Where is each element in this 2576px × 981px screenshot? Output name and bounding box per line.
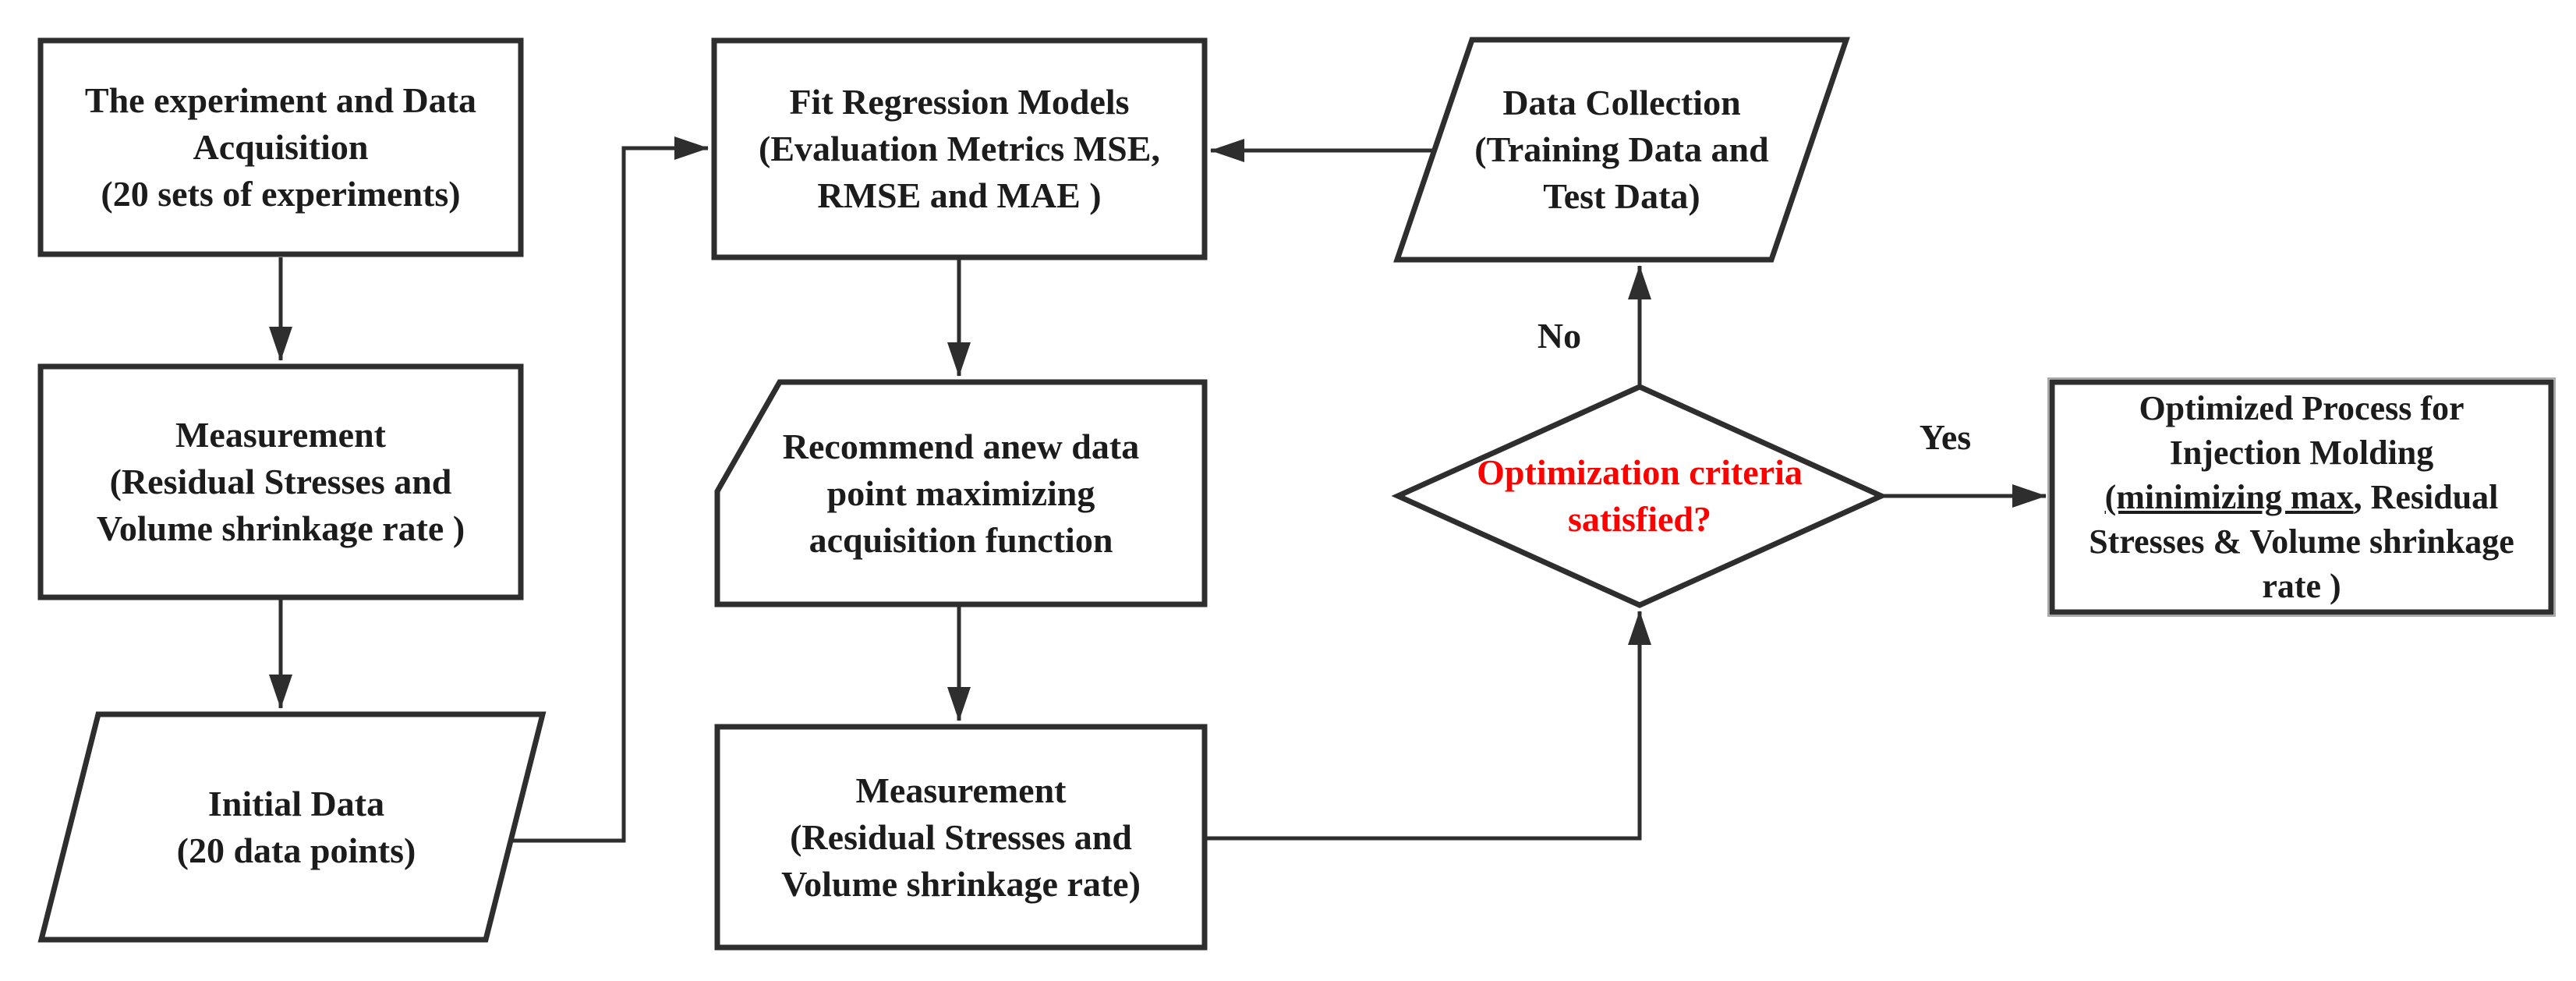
experiment-line-2: Acquisition [193,127,369,167]
node-recommend-point-shape [714,379,1208,607]
measurement-new-line-1: Measurement [855,770,1067,810]
fit-regression-line-1: Fit Regression Models [789,82,1130,122]
node-optimized-outer-border [2047,377,2556,617]
decision-line-1: Optimization criteria [1477,452,1803,492]
optimized-line-4: Stresses & Volume shrinkage [2089,522,2514,561]
recommend-line-3: acquisition function [809,519,1113,560]
node-decision-label: Optimization criteria satisfied? [1427,402,1852,590]
node-fit-regression-label: Fit Regression Models (Evaluation Metric… [722,48,1197,250]
fit-regression-line-3: RMSE and MAE ) [817,175,1102,215]
node-experiment-label: The experiment and Data Acquisition (20 … [48,48,513,246]
node-initial-data-label: Initial Data (20 data points) [78,722,515,933]
recommend-line-2: point maximizing [826,473,1095,513]
optimized-line-3-underlined: (minimizing max [2104,478,2354,516]
initial-data-line-2: (20 data points) [176,830,416,870]
node-measurement-initial-label: Measurement (Residual Stresses and Volum… [48,374,513,590]
node-measurement-new-label: Measurement (Residual Stresses and Volum… [725,735,1197,940]
edge-label-yes: Yes [1891,415,2000,459]
measurement-initial-line-1: Measurement [175,415,386,455]
node-optimized-shape [2049,379,2554,615]
optimized-line-3-rest: , Residual [2353,478,2499,516]
optimized-line-5: rate ) [2262,567,2341,605]
optimized-line-2: Injection Molding [2169,434,2434,472]
data-collection-line-1: Data Collection [1502,83,1741,122]
edge-initial-data-to-fit-regression [511,136,709,843]
node-fit-regression-shape [711,37,1208,260]
node-data-collection-shape [1393,37,1850,263]
optimized-line-3: (minimizing max, Residual [2105,475,2499,519]
node-measurement-new-shape [714,724,1208,951]
recommend-line-1: Recommend anew data [782,426,1140,466]
node-initial-data-shape [37,711,547,943]
node-data-collection-label: Data Collection (Training Data and Test … [1442,48,1801,252]
yes-label-text: Yes [1919,416,1972,457]
edge-label-no: No [1505,313,1614,357]
data-collection-line-3: Test Data) [1543,176,1700,216]
measurement-new-line-3: Volume shrinkage rate) [781,863,1141,904]
measurement-new-line-2: (Residual Stresses and [790,816,1132,857]
node-experiment-shape [37,37,524,257]
decision-line-2: satisfied? [1568,499,1711,539]
experiment-line-3: (20 sets of experiments) [101,174,461,214]
data-collection-line-2: (Training Data and [1474,129,1769,169]
edge-measurement-new-to-decision [1205,611,1651,841]
measurement-initial-line-3: Volume shrinkage rate ) [96,508,465,548]
no-label-text: No [1537,315,1582,356]
experiment-line-1: The experiment and Data [84,80,477,120]
node-decision-shape [1391,384,1888,608]
initial-data-line-1: Initial Data [207,784,385,823]
node-optimized-process-label: Optimized Process for Injection Molding … [2060,386,2543,608]
node-recommend-point-label: Recommend anew data point maximizing acq… [725,390,1197,597]
fit-regression-line-2: (Evaluation Metrics MSE, [759,129,1160,168]
node-measurement-initial-shape [37,363,524,600]
optimized-line-1: Optimized Process for [2139,389,2465,427]
measurement-initial-line-2: (Residual Stresses and [109,462,452,501]
